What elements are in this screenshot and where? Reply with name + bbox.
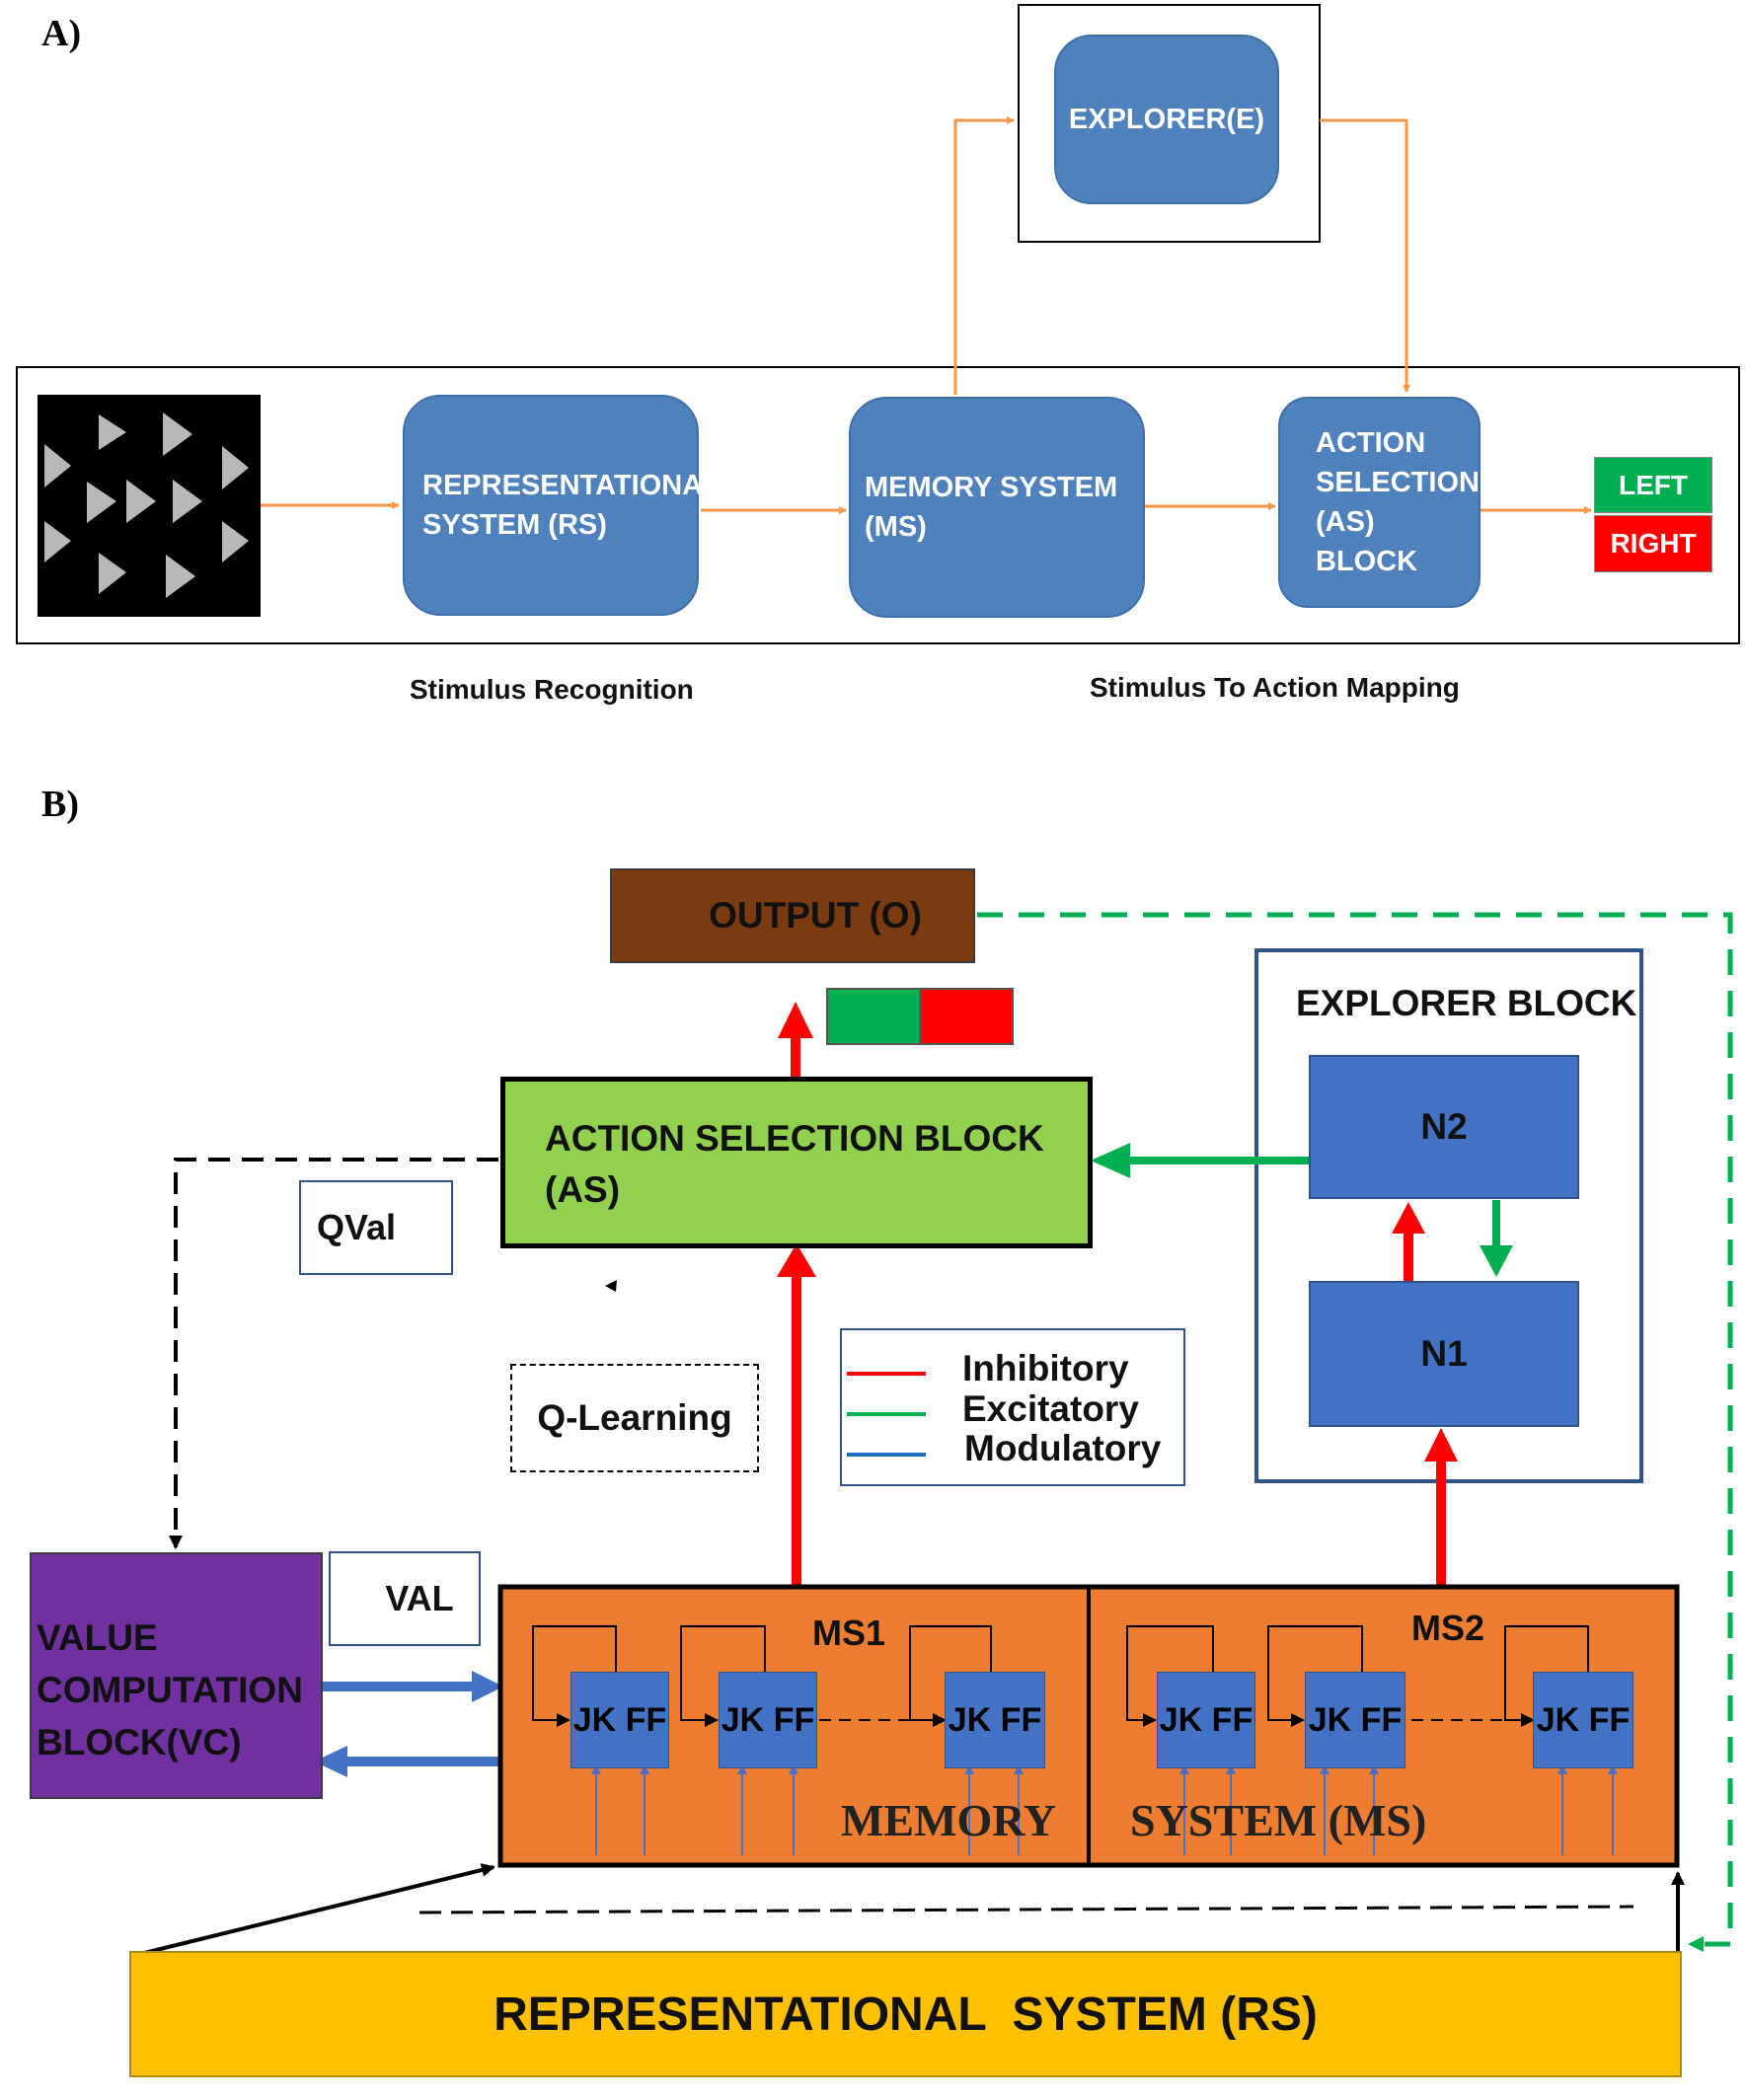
jkff-inputs — [595, 1772, 1614, 1855]
legend-box: Inhibitory Excitatory Modulatory — [840, 1328, 1185, 1486]
legend-inhibitory-label: Inhibitory — [962, 1348, 1129, 1388]
excitatory-arrows — [1091, 1143, 1513, 1277]
legend-excitatory-line — [847, 1412, 926, 1416]
panel-b-label: B) — [41, 784, 79, 825]
left-output-badge: LEFT — [1594, 457, 1712, 513]
stimulus-recognition-caption: Stimulus Recognition — [410, 674, 694, 705]
memory-system-box: MEMORY SYSTEM (MS) — [849, 397, 1145, 618]
legend-modulatory-line — [847, 1453, 926, 1457]
val-label-box: VAL — [329, 1551, 481, 1646]
jkff-input-arrowheads — [591, 1764, 1618, 1774]
value-computation-block: VALUE COMPUTATION BLOCK(VC) — [30, 1552, 323, 1799]
feedback-dashed-arrow — [977, 912, 1733, 1952]
panel-a-main-frame — [16, 366, 1740, 644]
qval-dashed-arrow — [169, 1158, 498, 1549]
n2-box: N2 — [1309, 1055, 1579, 1199]
stimulus-to-action-caption: Stimulus To Action Mapping — [1090, 672, 1460, 703]
explorer-box: EXPLORER(E) — [1054, 35, 1279, 204]
representational-system-block: REPRESENTATIONAL SYSTEM (RS) — [129, 1951, 1682, 2077]
explorer-frame — [1018, 4, 1321, 243]
legend-excitatory-label: Excitatory — [962, 1388, 1139, 1429]
panel-a-connectors — [261, 116, 1592, 514]
ms1-label: MS1 — [812, 1612, 886, 1653]
n1-box: N1 — [1309, 1281, 1579, 1427]
output-box: OUTPUT (O) — [610, 868, 975, 963]
output-red-swatch — [919, 988, 1014, 1045]
qval-label-box: QVal — [299, 1180, 453, 1275]
explorer-block-title: EXPLORER BLOCK — [1296, 983, 1637, 1023]
jkff-ms2-1: JK FF — [1157, 1672, 1255, 1768]
representational-system-box: REPRESENTATIONAL SYSTEM (RS) — [403, 395, 721, 616]
jkff-ms2-2: JK FF — [1305, 1672, 1405, 1768]
output-green-swatch — [826, 988, 921, 1045]
action-selection-block: ACTION SELECTION BLOCK (AS) — [500, 1077, 1093, 1248]
legend-modulatory-label: Modulatory — [964, 1428, 1162, 1468]
right-output-badge: RIGHT — [1594, 515, 1712, 572]
rs-to-memory-left — [131, 1863, 495, 1958]
jkff-wiring — [532, 1625, 1589, 1727]
memory-label: MEMORY — [841, 1795, 1057, 1845]
explorer-block-frame — [1254, 948, 1643, 1483]
system-ms-label: SYSTEM (MS) — [1130, 1795, 1427, 1845]
stimulus-image — [38, 395, 261, 617]
legend-inhibitory-line — [847, 1372, 926, 1376]
modulatory-arrows — [314, 1671, 503, 1777]
small-marker — [605, 1280, 617, 1292]
jkff-ms1-3: JK FF — [945, 1672, 1045, 1768]
jkff-ms2-3: JK FF — [1533, 1672, 1633, 1768]
q-learning-label-box: Q-Learning — [510, 1364, 759, 1472]
ms2-label: MS2 — [1411, 1608, 1485, 1648]
action-selection-box: ACTION SELECTION (AS) BLOCK — [1278, 397, 1481, 608]
panel-a-label: A) — [41, 13, 82, 54]
jkff-ms1-2: JK FF — [719, 1672, 817, 1768]
rs-memory-dashed — [418, 1905, 1634, 1914]
jkff-ms1-1: JK FF — [570, 1672, 669, 1768]
